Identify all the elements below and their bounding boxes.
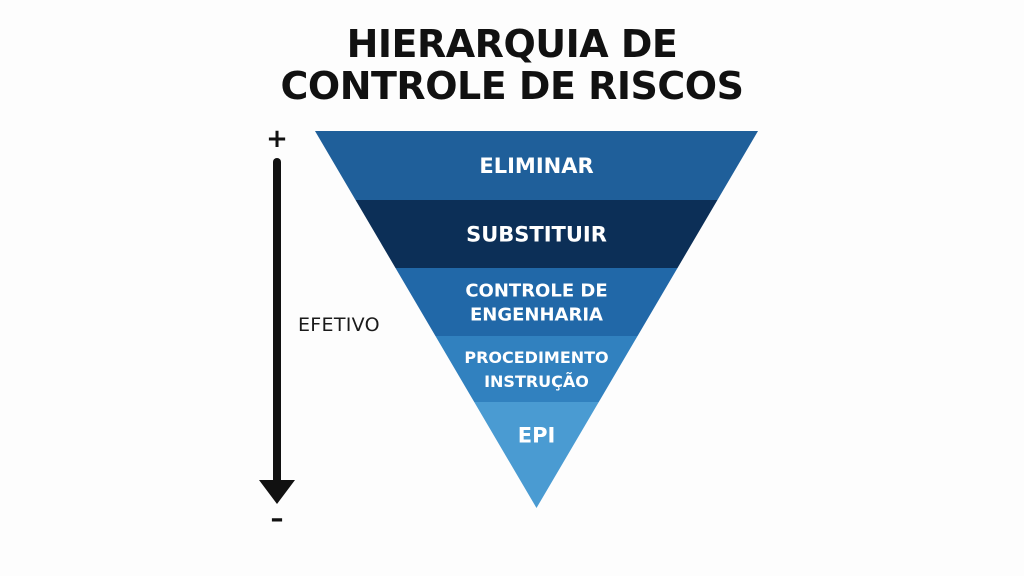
plus-sign: + [266,124,288,154]
pyramid-band-3-label-1: CONTROLE DE [465,280,607,301]
title-line-2: CONTROLE DE RISCOS [280,64,744,108]
pyramid-band-5-label-1: EPI [518,424,556,448]
pyramid-band-1 [315,131,758,200]
minus-sign: – [270,504,284,534]
pyramid-band-3-label-2: ENGENHARIA [470,304,603,325]
pyramid-band-2-label-1: SUBSTITUIR [466,223,607,247]
pyramid-band-1-label-1: ELIMINAR [479,154,593,178]
pyramid-band-4-label-2: INSTRUÇÃO [484,372,589,391]
pyramid-band-5 [474,402,599,508]
title-line-1: HIERARQUIA DE [346,22,678,66]
effectiveness-label: EFETIVO [298,314,380,336]
pyramid-band-4-label-1: PROCEDIMENTO [464,348,608,367]
pyramid-band-4 [435,336,638,402]
pyramid-band-2 [355,200,718,268]
pyramid-band-3 [395,268,678,336]
arrow-down-icon [259,480,295,504]
